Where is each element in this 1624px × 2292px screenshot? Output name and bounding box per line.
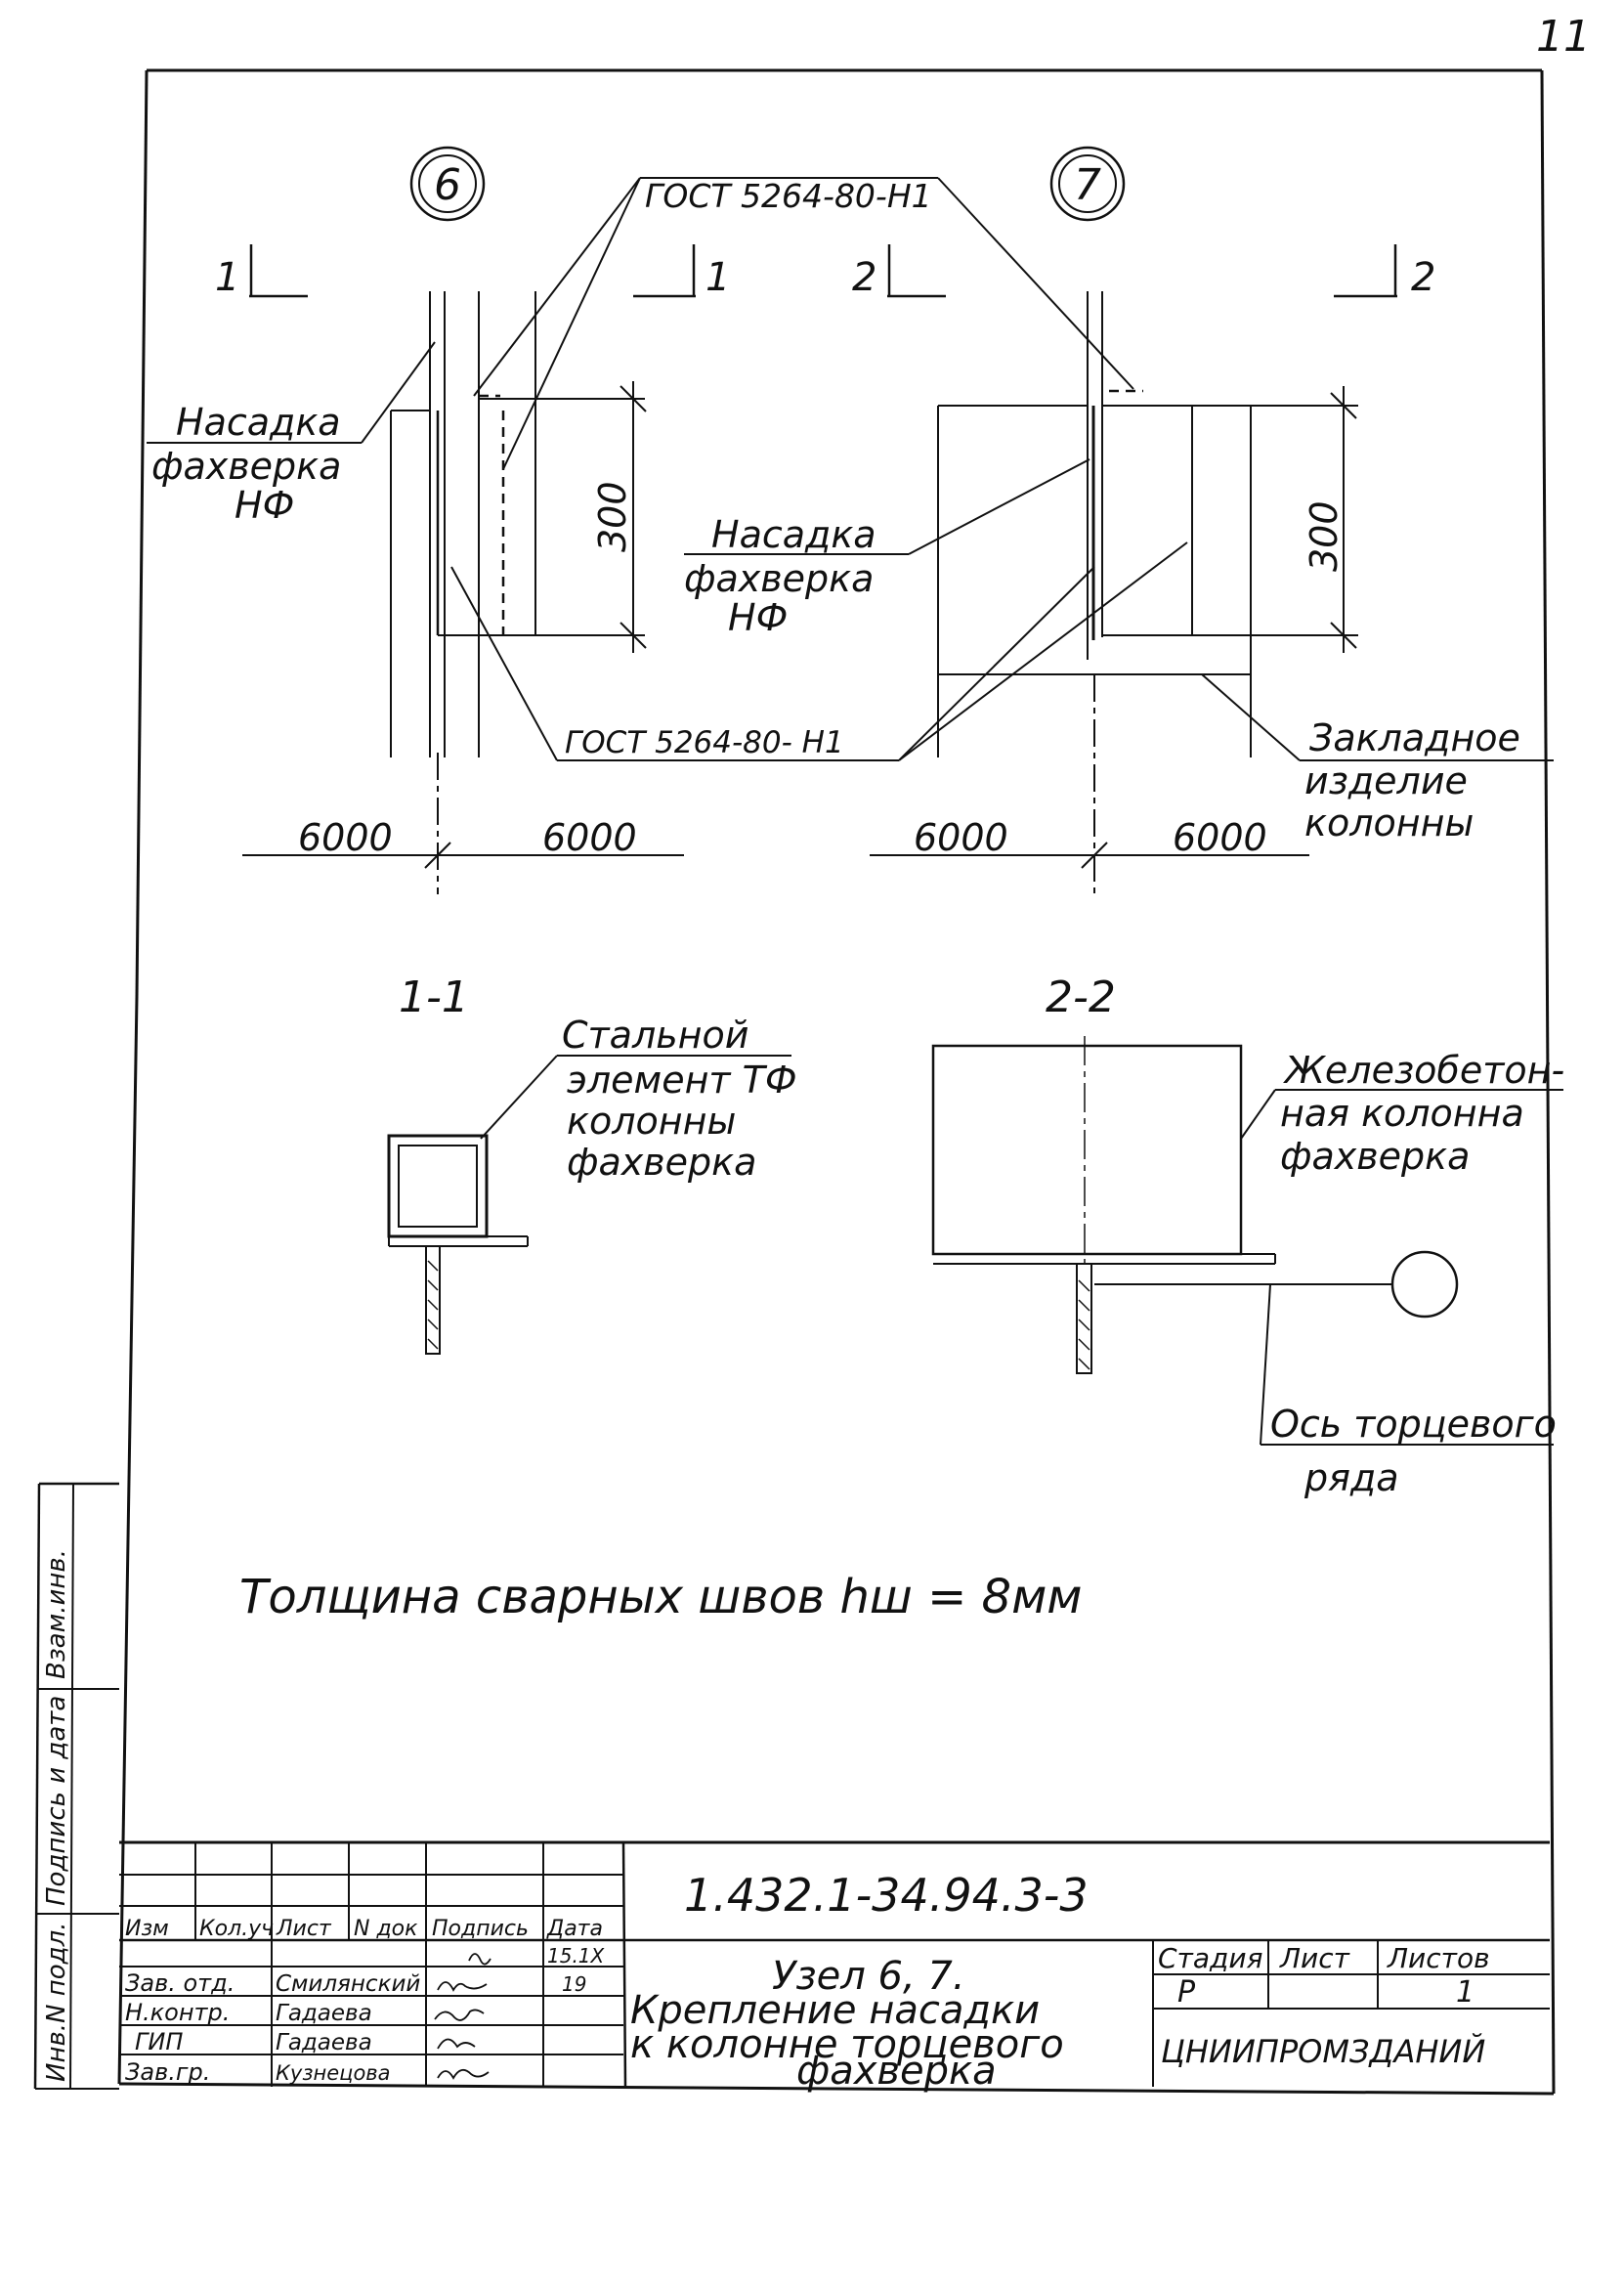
span-1-value: 6000 <box>298 816 393 859</box>
stamp-col-data: Дата <box>546 1917 603 1941</box>
stamp-row1-role: Зав. отд. <box>125 1969 235 1997</box>
dimension-height-right-value: 300 <box>1303 500 1346 572</box>
section-2-right-label: 2 <box>1411 255 1435 300</box>
stamp-col-n-dok: N док <box>354 1917 418 1941</box>
stamp-col-izm: Изм <box>125 1917 169 1941</box>
stamp-sheets-value: 1 <box>1456 1975 1474 2010</box>
side-stamp: Взам.инв. Подпись и дата Инв.N подл. <box>33 1482 119 2090</box>
section-1-1: 1-1 Стальной элемент ТФ колонны фахверка <box>387 973 797 1355</box>
os-line1: Ось торцевого <box>1270 1403 1557 1446</box>
callout-zakladnoe: Закладное изделие колонны <box>1201 673 1554 844</box>
title-block: Изм Кол.уч Лист N док Подпись Дата 15.1Х… <box>119 1840 1550 2094</box>
elevation-axis-6 <box>390 291 536 757</box>
stamp-row4-name: Кузнецова <box>276 2061 391 2085</box>
stamp-sheet-header: Лист <box>1279 1942 1350 1974</box>
sheet-number: 11 <box>1536 12 1591 62</box>
stamp-title-line1: Узел 6, 7. <box>772 1954 965 1999</box>
section-2-2-title: 2-2 <box>1046 973 1116 1022</box>
span-dimensions: 6000 6000 6000 6000 <box>242 674 1309 894</box>
side-stamp-podpis-data: Подпись и дата <box>42 1696 71 1906</box>
dimension-height-left: 300 <box>535 381 647 653</box>
callout-gost-bottom: ГОСТ 5264-80- Н1 <box>450 541 1188 761</box>
nasadka-left-line1: Насадка <box>176 401 341 444</box>
nasadka-left-line3: НФ <box>235 484 294 527</box>
stamp-title-line2: Крепление насадки <box>630 1988 1040 2033</box>
stalnoi-line2: элемент ТФ <box>567 1059 797 1102</box>
stamp-row3-role: ГИП <box>135 2028 183 2055</box>
side-stamp-inv-podl: Инв.N подл. <box>42 1922 71 2082</box>
zhelezobeton-line3: фахверка <box>1280 1135 1470 1178</box>
gost-top-label: ГОСТ 5264-80-Н1 <box>645 177 932 215</box>
callout-nasadka-mid: Насадка фахверка НФ <box>684 458 1090 639</box>
elevation-axis-7 <box>937 291 1252 757</box>
stamp-sheets-header: Листов <box>1387 1942 1490 1974</box>
zhelezobeton-line1: Железобетон- <box>1283 1049 1564 1092</box>
callout-nasadka-left: Насадка фахверка НФ <box>147 341 436 527</box>
axis-7-label: 7 <box>1074 160 1101 210</box>
axis-marker-7: 7 <box>1049 146 1126 222</box>
stamp-stage-value: Р <box>1177 1975 1196 2010</box>
nasadka-left-line2: фахверка <box>151 445 341 488</box>
stamp-row3-name: Гадаева <box>276 2030 372 2055</box>
nasadka-mid-line3: НФ <box>728 596 788 639</box>
section-1-1-title: 1-1 <box>399 973 469 1022</box>
zhelezobeton-line2: ная колонна <box>1280 1092 1524 1135</box>
stamp-row4-role: Зав.гр. <box>125 2058 210 2086</box>
stamp-col-list: Лист <box>276 1917 332 1941</box>
stamp-row2-name: Гадаева <box>276 2001 372 2026</box>
stamp-row1-date: 19 <box>562 1972 586 1996</box>
stamp-designation: 1.432.1-34.94.3-3 <box>684 1869 1089 1922</box>
nasadka-mid-line1: Насадка <box>711 513 876 556</box>
dimension-height-left-value: 300 <box>591 481 634 552</box>
span-2-value: 6000 <box>542 816 637 859</box>
axis-marker-6: 6 <box>409 146 486 222</box>
nasadka-mid-line2: фахверка <box>684 557 874 600</box>
stamp-organization: ЦНИИПРОМЗДАНИЙ <box>1161 2033 1485 2070</box>
os-line2: ряда <box>1303 1456 1399 1499</box>
stamp-title-line3: к колонне торцевого <box>630 2022 1064 2067</box>
signature-marks <box>434 1953 491 2080</box>
zakladnoe-line2: изделие <box>1304 759 1468 802</box>
stamp-row0-date: 15.1Х <box>547 1944 606 1968</box>
section-cut-marks: 1 1 2 2 <box>215 244 1435 300</box>
zakladnoe-line3: колонны <box>1304 801 1474 844</box>
stamp-title-line4: фахверка <box>796 2049 997 2094</box>
span-3-value: 6000 <box>914 816 1008 859</box>
section-1-right-label: 1 <box>705 255 730 300</box>
section-2-left-label: 2 <box>852 255 876 300</box>
stamp-col-podpis: Подпись <box>432 1917 529 1941</box>
callout-gost-top: ГОСТ 5264-80-Н1 <box>473 177 1134 470</box>
span-4-value: 6000 <box>1173 816 1267 859</box>
dimension-height-right: 300 <box>1192 386 1358 653</box>
weld-thickness-note: Толщина сварных швов hш = 8мм <box>239 1570 1083 1624</box>
section-1-left-label: 1 <box>215 255 239 300</box>
stamp-row2-role: Н.контр. <box>125 1999 230 2026</box>
stalnoi-line1: Стальной <box>562 1014 748 1057</box>
stamp-row1-name: Смилянский <box>276 1971 420 1997</box>
stalnoi-line4: фахверка <box>567 1141 756 1184</box>
gost-bottom-label: ГОСТ 5264-80- Н1 <box>565 725 844 760</box>
sheet-frame <box>117 68 1556 2096</box>
side-stamp-vzam-inv: Взам.инв. <box>42 1549 71 1679</box>
section-2-2: 2-2 Железобетон- ная колонна фахверка Ос… <box>931 973 1564 1499</box>
stalnoi-line3: колонны <box>567 1100 736 1143</box>
stamp-stage-header: Стадия <box>1158 1942 1262 1974</box>
stamp-col-kol-uch: Кол.уч <box>199 1917 274 1941</box>
axis-6-label: 6 <box>434 160 461 210</box>
zakladnoe-line1: Закладное <box>1309 716 1520 759</box>
